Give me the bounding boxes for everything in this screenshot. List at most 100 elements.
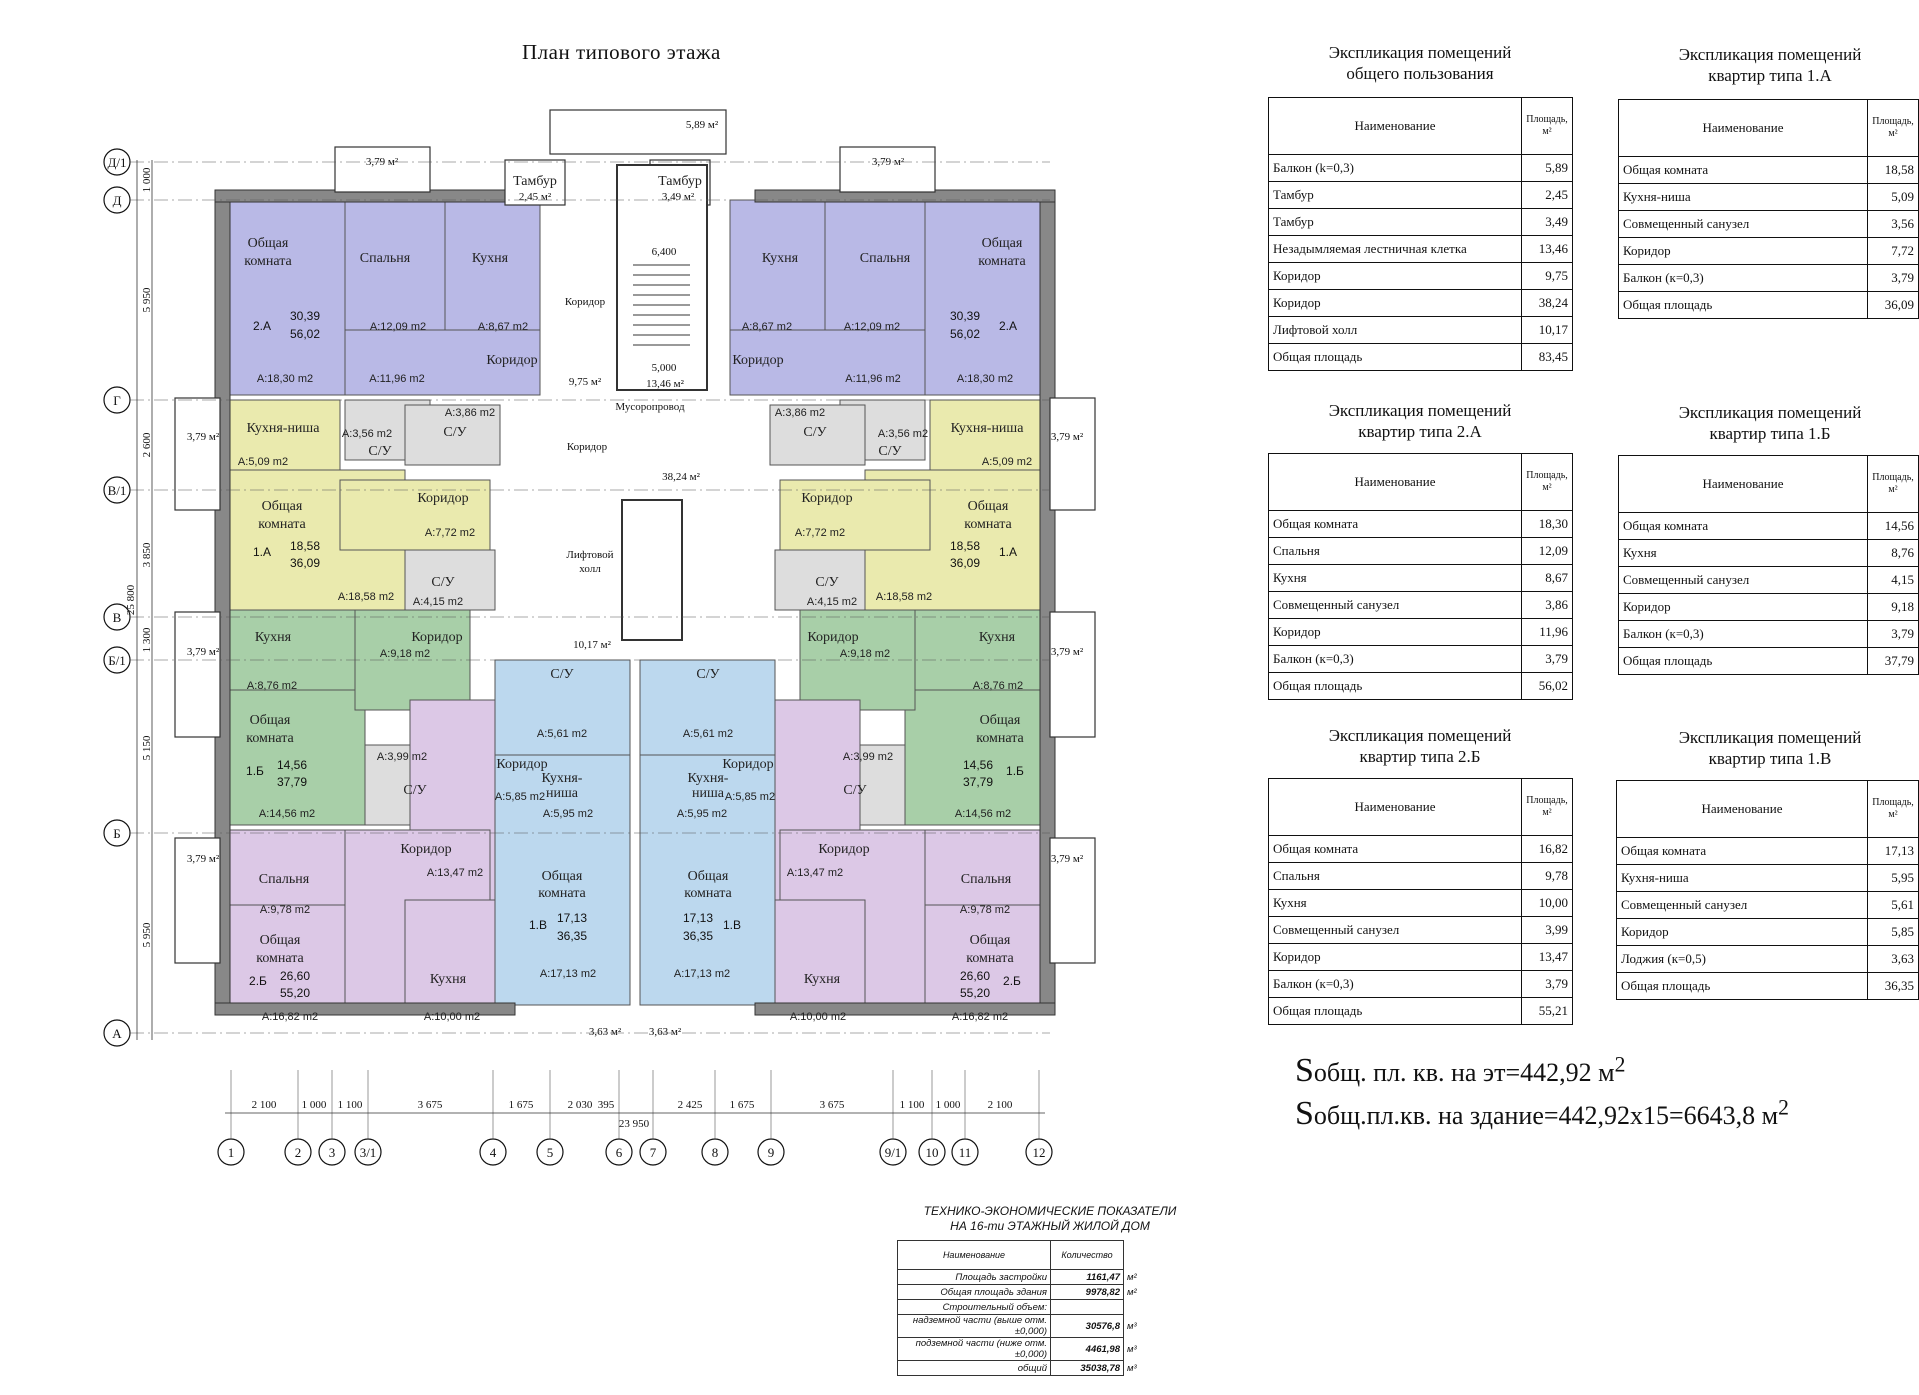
dim-value: 2 100 <box>252 1099 277 1111</box>
table-row: надземной части (выше отм.±0,000)30576,8… <box>897 1314 1149 1338</box>
axis-label: 9/1 <box>885 1145 902 1160</box>
room-area: А:3,99 m2 <box>843 751 893 763</box>
room-name: Коридор <box>567 441 608 453</box>
room-name: Кухня <box>1618 539 1868 567</box>
col-name: Наименование <box>1618 99 1868 157</box>
room-name: Коридор <box>1616 918 1868 946</box>
room-name: Кухня <box>472 251 509 266</box>
room-name: Коридор <box>722 757 773 772</box>
apt-1b-living <box>224 689 366 826</box>
axis-label: 11 <box>959 1145 972 1160</box>
axis-label: Г <box>113 393 121 408</box>
room-area: 3,79 <box>1521 970 1573 998</box>
room-name: Незадымляемая лестничная клетка <box>1268 235 1522 263</box>
room-name: Общая <box>982 236 1023 251</box>
room-area: 7,72 <box>1867 237 1919 265</box>
room-name: Коридор <box>486 353 537 368</box>
room-area: 3,86 <box>1521 591 1573 619</box>
room-area: 13,47 <box>1521 943 1573 971</box>
room-area: 3,99 <box>1521 916 1573 944</box>
apt-living: 30,39 <box>290 309 320 323</box>
room-name: Коридор <box>417 491 468 506</box>
room-name: Коридор <box>1268 943 1522 971</box>
dim-value: 3 675 <box>820 1099 845 1111</box>
dim-value: 1 000 <box>302 1099 327 1111</box>
col-area: Площадь, м² <box>1521 97 1573 155</box>
room-name: Коридор <box>565 296 606 308</box>
axis-label: Д/1 <box>108 155 127 170</box>
indicator-value: 1161,47 <box>1050 1269 1124 1285</box>
indicator-unit: м² <box>1127 1286 1137 1298</box>
room-name: Коридор <box>818 842 869 857</box>
room-name: Совмещенный санузел <box>1268 916 1522 944</box>
room-name: Кухня- <box>688 771 729 786</box>
apt-total: 36,09 <box>950 556 980 570</box>
indicator-name: общий <box>897 1360 1051 1376</box>
room-name: Совмещенный санузел <box>1616 891 1868 919</box>
room-area: 18,58 <box>1867 156 1919 184</box>
apt-total: 37,79 <box>277 775 307 789</box>
dim-value: 3 675 <box>418 1099 443 1111</box>
apt-2b-kitchen <box>404 899 501 1006</box>
room-name: комната <box>256 951 304 966</box>
stair-mark: 5,000 <box>652 362 677 374</box>
room-area: 36,35 <box>1867 972 1919 1000</box>
apt-type: 2.А <box>253 319 271 333</box>
apt-living: 26,60 <box>280 969 310 983</box>
apt-living: 26,60 <box>960 969 990 983</box>
room-area: А:17,13 m2 <box>674 968 730 980</box>
room-name: комната <box>244 254 292 269</box>
axis-label: 2 <box>295 1145 302 1160</box>
room-area: 36,09 <box>1867 291 1919 319</box>
apt-type: 1.В <box>529 918 547 932</box>
room-area: 9,18 <box>1867 593 1919 621</box>
room-name: Коридор <box>400 842 451 857</box>
balcony-area: 3,79 м² <box>872 156 905 168</box>
apt-type: 2.Б <box>249 974 267 988</box>
apt-2a-corridor <box>344 329 541 396</box>
room-name: Общая <box>262 499 303 514</box>
room-name: Тамбур <box>1268 181 1522 209</box>
room-area: А:5,61 m2 <box>683 728 733 740</box>
room-name: Лифтовой холл <box>1268 316 1522 344</box>
room-name: Общая комната <box>1618 156 1868 184</box>
loggia-area: 3,63 м² <box>589 1026 622 1038</box>
indicator-value <box>1050 1299 1124 1315</box>
room-name: Кухня <box>1268 889 1522 917</box>
axis-label: Д <box>113 193 122 208</box>
indicator-name: Общая площадь здания <box>897 1284 1051 1300</box>
room-area: А:18,30 m2 <box>957 373 1013 385</box>
room-name: Общая площадь <box>1268 997 1522 1025</box>
room-area: 38,24 м² <box>662 471 700 483</box>
room-area: А:17,13 m2 <box>540 968 596 980</box>
axis-label: 7 <box>650 1145 657 1160</box>
room-area: А:9,18 m2 <box>380 648 430 660</box>
apt-1v-bath-kitchen <box>639 659 776 756</box>
room-name: Балкон (к=0,3) <box>1618 620 1868 648</box>
room-name: Спальня <box>860 251 911 266</box>
room-area: 8,76 <box>1867 539 1919 567</box>
room-area: А:5,61 m2 <box>537 728 587 740</box>
dim-total: 25 800 <box>125 584 137 615</box>
apt-2a-bath <box>404 404 501 466</box>
axis-label: 12 <box>1033 1145 1046 1160</box>
dim-total: 23 950 <box>619 1118 650 1130</box>
room-area: А:12,09 m2 <box>844 321 900 333</box>
room-name: С/У <box>368 444 391 459</box>
room-name: Коридор <box>807 630 858 645</box>
apt-type: 1.А <box>253 545 271 559</box>
dim-value: 1 100 <box>900 1099 925 1111</box>
room-area: 83,45 <box>1521 343 1573 371</box>
apt-type: 2.Б <box>1003 974 1021 988</box>
room-name: Коридор <box>801 491 852 506</box>
room-name: Кухня <box>979 630 1016 645</box>
room-area: 8,67 <box>1521 564 1573 592</box>
